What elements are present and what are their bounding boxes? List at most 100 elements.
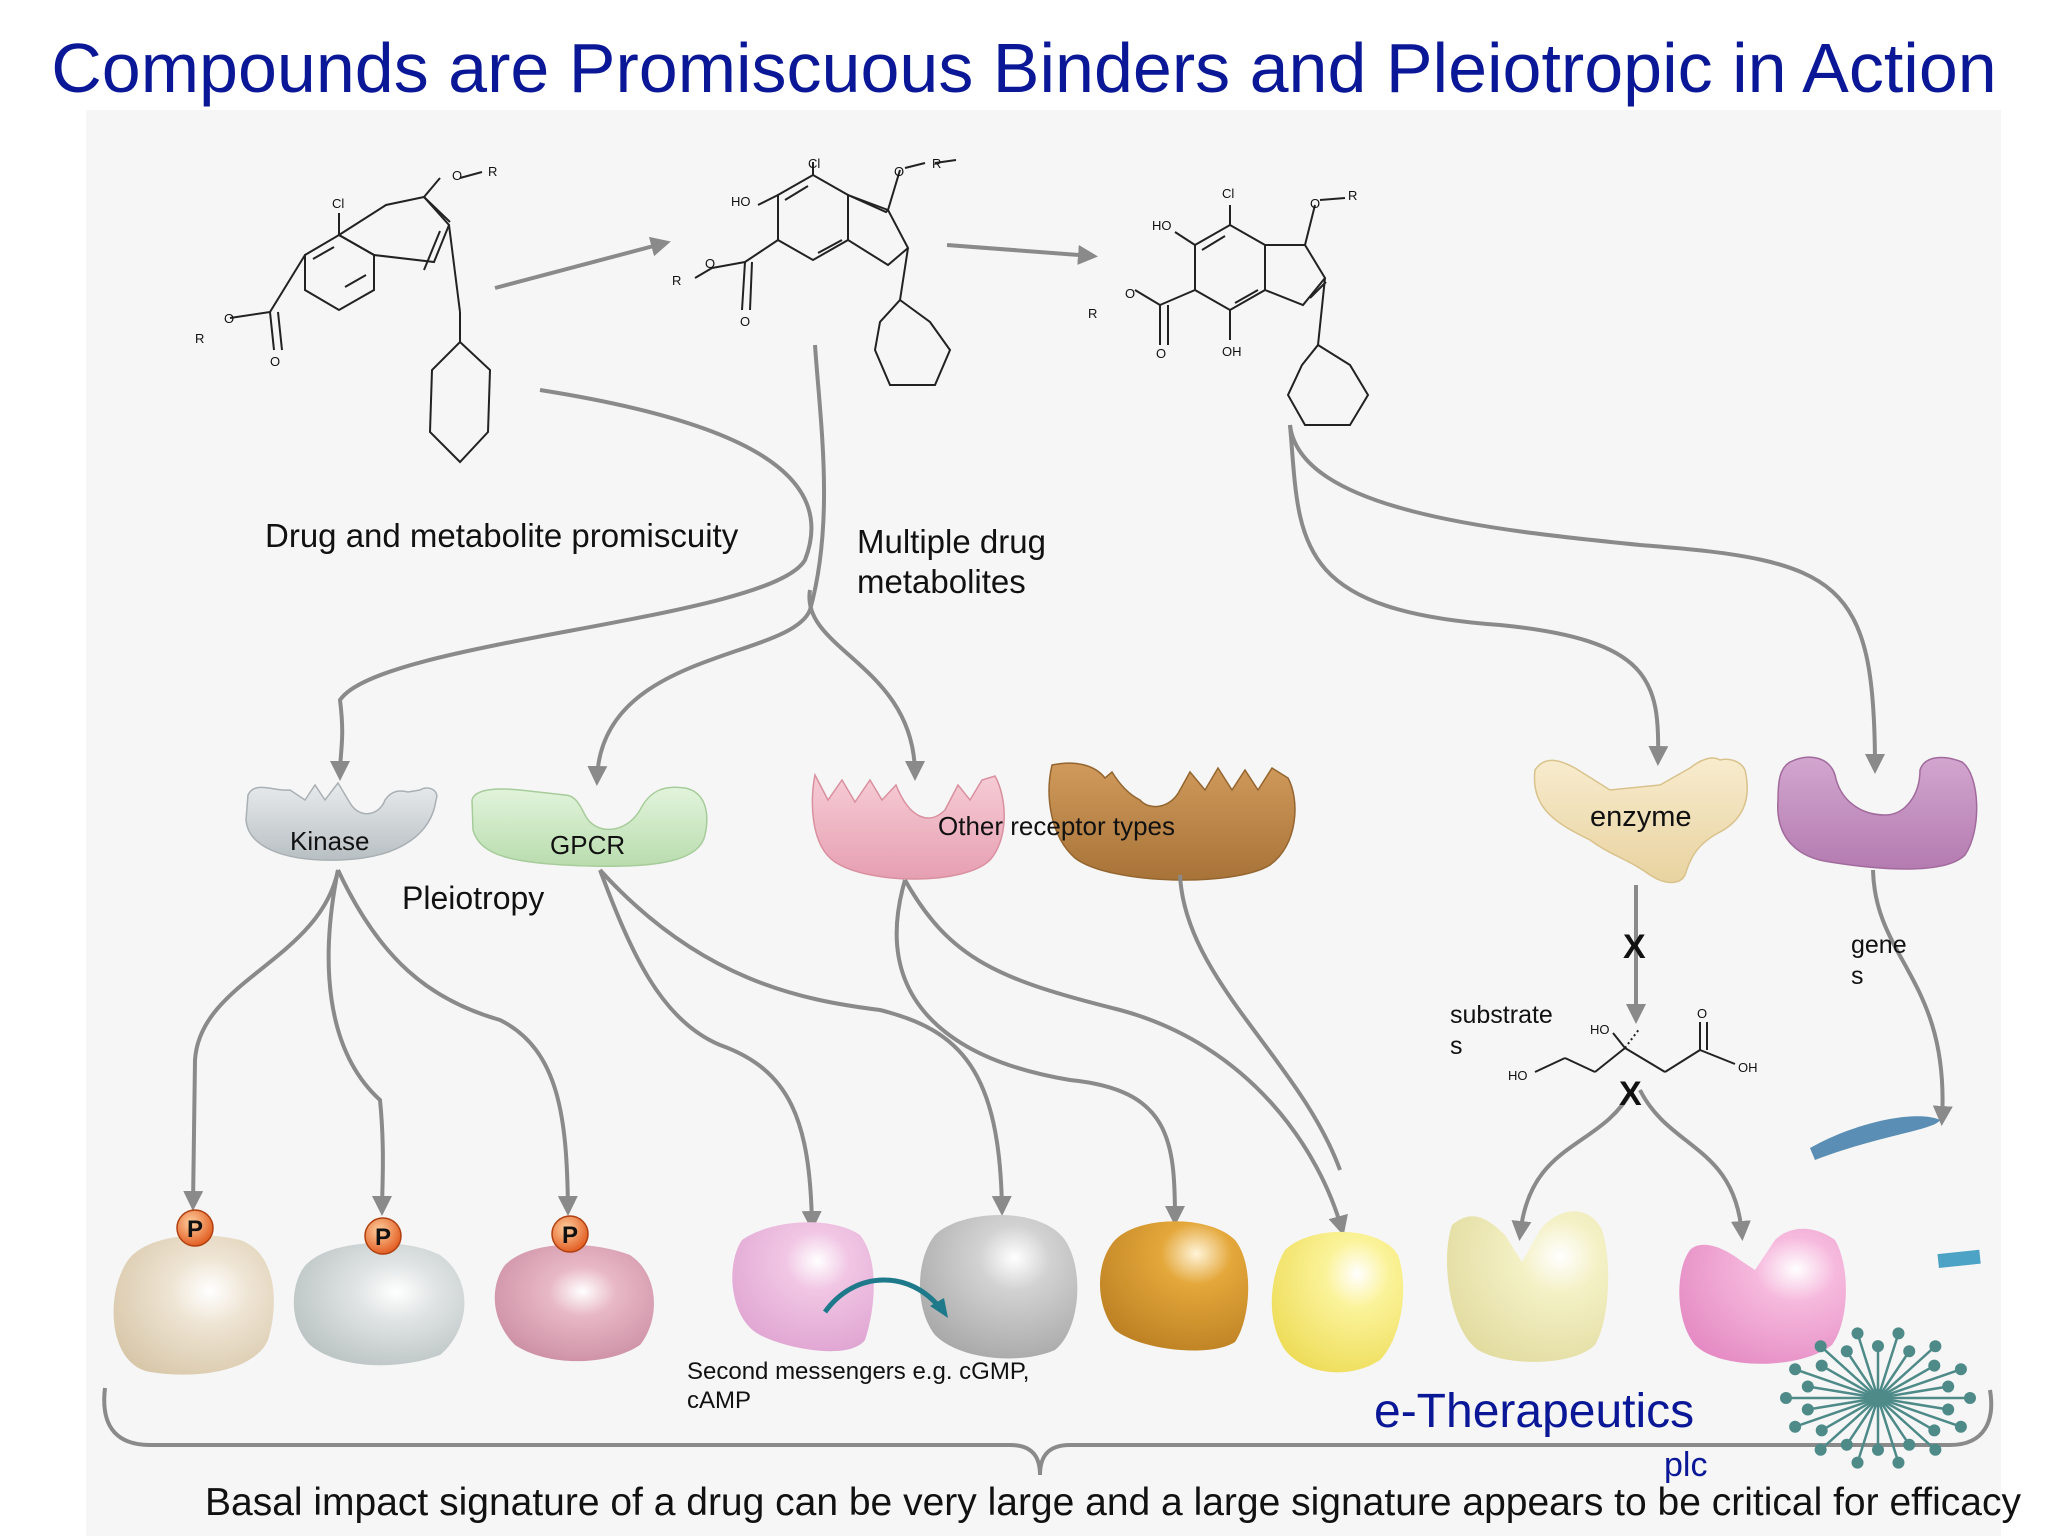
label-genes: gene s: [1851, 931, 1907, 990]
chem-atom-oh: OH: [1222, 344, 1242, 359]
substrate-block-x: X: [1619, 1075, 1642, 1113]
effector-rose: [494, 1244, 654, 1362]
label-substrates: substrate s: [1450, 1001, 1553, 1060]
logo-node: [1872, 1340, 1884, 1353]
logo-node: [1942, 1403, 1955, 1416]
label-second-messengers: Second messengers e.g. cGMP, cAMP: [687, 1358, 1030, 1414]
logo-spoke: [1877, 1396, 1935, 1432]
chem-atom-r: R: [1348, 188, 1357, 203]
logo-node: [1942, 1380, 1955, 1393]
gene-target-to-gene-arrow: [1871, 869, 1953, 1126]
label-gpcr: GPCR: [550, 830, 626, 860]
logo-spoke: [1794, 1368, 1879, 1400]
logo-suffix: plc: [1664, 1446, 1708, 1484]
logo-node: [1892, 1327, 1905, 1340]
chem-atom-r: R: [488, 164, 497, 179]
chem-atom-o: O: [224, 311, 234, 326]
logo-spoke: [1821, 1396, 1879, 1432]
effector-pink: [732, 1222, 874, 1352]
logo-spoke: [1856, 1397, 1880, 1463]
logo-node: [1851, 1327, 1864, 1340]
logo-spoke: [1877, 1396, 1962, 1428]
metabolism-arrow-2: [946, 243, 1098, 265]
logo-node: [1814, 1443, 1827, 1456]
receptor-to-effector-1: [894, 879, 1185, 1226]
logo-spoke: [1807, 1385, 1879, 1400]
logo-spoke: [1877, 1385, 1949, 1400]
phosphate-badge: P: [176, 1209, 214, 1247]
chem-atom-cl: Cl: [332, 196, 344, 211]
summary-brace: [102, 1387, 1994, 1476]
label-enzyme: enzyme: [1590, 801, 1692, 833]
logo-node: [1872, 1443, 1884, 1456]
phosphate-label: P: [562, 1222, 578, 1249]
logo-node: [1815, 1359, 1828, 1372]
chem-atom-r: R: [1088, 306, 1097, 321]
label-other-receptor-types: Other receptor types: [938, 811, 1175, 841]
chem-atom-o: O: [1310, 196, 1320, 211]
second-messenger-arrow: [822, 1277, 942, 1314]
kinase-to-effector-1: [183, 869, 340, 1211]
logo-node: [1780, 1392, 1792, 1404]
gpcr-shape: [471, 786, 708, 868]
effector-grey: [293, 1243, 465, 1366]
second-messenger-arrowhead: [930, 1298, 948, 1318]
logo-spoke: [1877, 1345, 1937, 1399]
logo-node: [1789, 1420, 1802, 1433]
chem-atom-r: R: [672, 273, 681, 288]
effector-pink-blocked: [1679, 1228, 1846, 1364]
phosphate-badge: P: [364, 1217, 402, 1255]
label-kinase: Kinase: [290, 826, 370, 856]
substrate-structure: [1534, 1022, 1736, 1073]
effector-amber: [1100, 1221, 1249, 1351]
chem-atom-o: O: [740, 314, 750, 329]
parent-compound-structure: [229, 171, 492, 464]
effector-yellow: [1271, 1231, 1404, 1373]
logo-spoke: [1877, 1397, 1937, 1451]
metabolite-1-structure: [694, 159, 957, 386]
logo-node: [1789, 1363, 1802, 1376]
logo-node: [1954, 1420, 1967, 1433]
logo-spoke: [1877, 1364, 1935, 1400]
logo-node: [1903, 1438, 1916, 1451]
gene-target-shape: [1777, 756, 1978, 870]
slide-title: Compounds are Promiscuous Binders and Pl…: [51, 29, 1997, 107]
arrow-to-gene-target: [1288, 424, 1885, 774]
logo-spoke: [1877, 1368, 1962, 1400]
chem-atom-ho: HO: [1508, 1068, 1528, 1083]
label-multiple-metabolites: Multiple drug metabolites: [857, 523, 1046, 600]
substrate-to-product-1: [1511, 1089, 1634, 1241]
chem-atom-ho: HO: [731, 194, 751, 209]
phosphate-label: P: [187, 1216, 203, 1243]
logo-spoke: [1876, 1333, 1900, 1399]
logo-node: [1903, 1345, 1916, 1358]
logo-node: [1851, 1456, 1864, 1469]
logo-spoke: [1856, 1333, 1880, 1399]
logo-spoke: [1845, 1350, 1880, 1399]
logo-node: [1892, 1456, 1905, 1469]
logo-spoke: [1845, 1397, 1880, 1446]
phosphate-badge: P: [551, 1215, 589, 1253]
gpcr-to-effector-1: [598, 869, 822, 1231]
chem-atom-cl: Cl: [808, 156, 820, 171]
logo-spoke: [1877, 1396, 1949, 1411]
chem-atom-o: O: [705, 256, 715, 271]
logo-node: [1801, 1403, 1814, 1416]
logo-spoke: [1807, 1396, 1879, 1411]
label-drug-promiscuity: Drug and metabolite promiscuity: [265, 517, 739, 554]
other-receptor-brown-shape: [1048, 762, 1296, 881]
enzyme-block-x: X: [1623, 928, 1646, 966]
dna-strand-fragment: [1810, 1116, 1940, 1160]
substrate-to-product-2: [1638, 1089, 1751, 1241]
gpcr-to-effector-2: [598, 868, 1012, 1216]
arrow-to-enzyme: [1288, 424, 1669, 766]
logo-node: [1840, 1345, 1853, 1358]
dna-fragment-2: [1937, 1249, 1981, 1269]
logo-spoke: [1876, 1397, 1900, 1463]
logo-node: [1929, 1443, 1942, 1456]
chem-atom-o: O: [894, 164, 904, 179]
chem-atom-r: R: [932, 156, 941, 171]
logo-node: [1929, 1340, 1942, 1353]
kinase-to-effector-3: [336, 869, 578, 1216]
